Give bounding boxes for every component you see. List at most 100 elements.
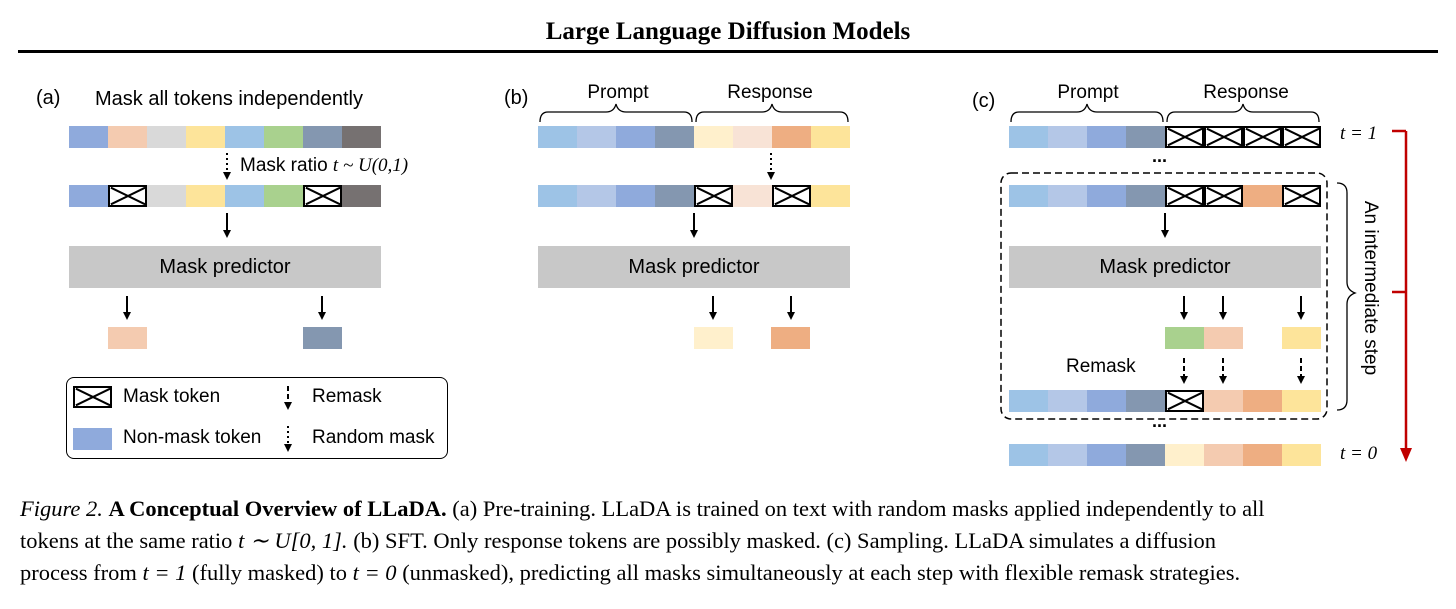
token — [655, 126, 694, 148]
output-token — [303, 327, 342, 349]
panel-a-outputs — [108, 327, 342, 349]
token — [264, 126, 303, 148]
token — [1126, 390, 1165, 412]
caption-line-2: tokens at the same ratio t ∼ U[0, 1]. (b… — [20, 525, 1440, 557]
legend-mask-token-icon — [73, 386, 112, 408]
token — [1087, 444, 1126, 466]
token — [655, 185, 694, 207]
token — [1204, 390, 1243, 412]
output-token — [108, 327, 147, 349]
panel-b-outputs — [694, 327, 810, 349]
token — [1243, 444, 1282, 466]
mask-token — [1282, 126, 1321, 148]
token — [342, 185, 381, 207]
token — [772, 126, 811, 148]
token — [225, 185, 264, 207]
token — [1009, 444, 1048, 466]
panel-c-prompt-brace — [1010, 103, 1164, 123]
token — [1009, 126, 1048, 148]
mask-token — [303, 185, 342, 207]
page-header-title: Large Language Diffusion Models — [545, 18, 911, 45]
panel-b-token-row-2 — [538, 185, 850, 207]
panel-c-token-row-t1 — [1009, 126, 1321, 148]
panel-c-prompt-label: Prompt — [1057, 82, 1119, 103]
token — [225, 126, 264, 148]
token — [147, 126, 186, 148]
token — [1009, 390, 1048, 412]
mask-token — [1165, 185, 1204, 207]
output-token — [771, 327, 810, 349]
token — [1087, 126, 1126, 148]
caption-line-3-text-b: (fully masked) to — [192, 560, 347, 585]
token — [1126, 126, 1165, 148]
token — [108, 126, 147, 148]
legend-non-mask-token-label: Non-mask token — [123, 427, 262, 448]
token — [1282, 444, 1321, 466]
token — [1048, 185, 1087, 207]
token — [538, 126, 577, 148]
output-token — [1165, 327, 1204, 349]
caption-line-1-text: (a) Pre-training. LLaDA is trained on te… — [452, 496, 1265, 521]
token — [1243, 185, 1282, 207]
panel-c-outputs — [1165, 327, 1321, 349]
token — [1048, 390, 1087, 412]
token — [733, 185, 772, 207]
token — [577, 185, 616, 207]
caption-bold-title: A Conceptual Overview of LLaDA. — [108, 496, 447, 521]
mask-token — [694, 185, 733, 207]
mask-ratio-formula: t ~ U(0,1) — [332, 155, 409, 176]
token — [342, 126, 381, 148]
panel-c-token-row-remask — [1009, 390, 1321, 412]
mask-token — [772, 185, 811, 207]
panel-b-label: (b) — [504, 87, 529, 109]
figure-caption: Figure 2. A Conceptual Overview of LLaDA… — [20, 493, 1440, 589]
caption-line-3-math-1: t = 1 — [142, 560, 187, 585]
panel-a-token-row-2 — [69, 185, 381, 207]
panel-c-mask-predictor: Mask predictor — [1009, 246, 1321, 288]
legend-box — [66, 377, 448, 459]
token — [616, 185, 655, 207]
caption-line-3: process from t = 1 (fully masked) to t =… — [20, 557, 1440, 589]
mask-token — [1204, 126, 1243, 148]
panel-b-mask-predictor: Mask predictor — [538, 246, 850, 288]
token — [1048, 444, 1087, 466]
token — [1126, 444, 1165, 466]
panel-a-mask-predictor: Mask predictor — [69, 246, 381, 288]
panel-c-t1-label: t = 1 — [1340, 123, 1378, 144]
token — [811, 185, 850, 207]
panel-c-token-row-input — [1009, 185, 1321, 207]
panel-a-mask-ratio: Mask ratio t ~ U(0,1) — [240, 155, 408, 177]
mask-token — [1165, 126, 1204, 148]
output-token — [1204, 327, 1243, 349]
caption-figure-label: Figure 2. — [20, 496, 103, 521]
output-token — [1282, 327, 1321, 349]
mask-token — [108, 185, 147, 207]
panel-c-intermediate-box — [1000, 172, 1328, 420]
legend-non-mask-token-swatch — [73, 428, 112, 450]
token — [1204, 444, 1243, 466]
caption-line-2-text-b: (b) SFT. Only response tokens are possib… — [353, 528, 1216, 553]
panel-a-token-row-1 — [69, 126, 381, 148]
token — [733, 126, 772, 148]
caption-line-2-math: t ∼ U[0, 1]. — [238, 528, 348, 553]
caption-line-2-text-a: tokens at the same ratio — [20, 528, 233, 553]
panel-c-response-label: Response — [1203, 82, 1289, 103]
token — [1048, 126, 1087, 148]
panel-b-response-brace — [695, 103, 849, 123]
caption-line-3-math-2: t = 0 — [352, 560, 397, 585]
panel-a-label: (a) — [36, 87, 61, 109]
panel-c-label: (c) — [972, 90, 996, 112]
token — [69, 185, 108, 207]
token — [186, 126, 225, 148]
token — [186, 185, 225, 207]
token — [147, 185, 186, 207]
panel-c-token-row-t0 — [1009, 444, 1321, 466]
panel-c-remask-label: Remask — [1066, 356, 1136, 377]
header-rule — [18, 50, 1438, 53]
token — [1009, 185, 1048, 207]
mask-token — [1282, 185, 1321, 207]
panel-b-prompt-brace — [539, 103, 693, 123]
token — [264, 185, 303, 207]
panel-b-response-label: Response — [727, 82, 813, 103]
